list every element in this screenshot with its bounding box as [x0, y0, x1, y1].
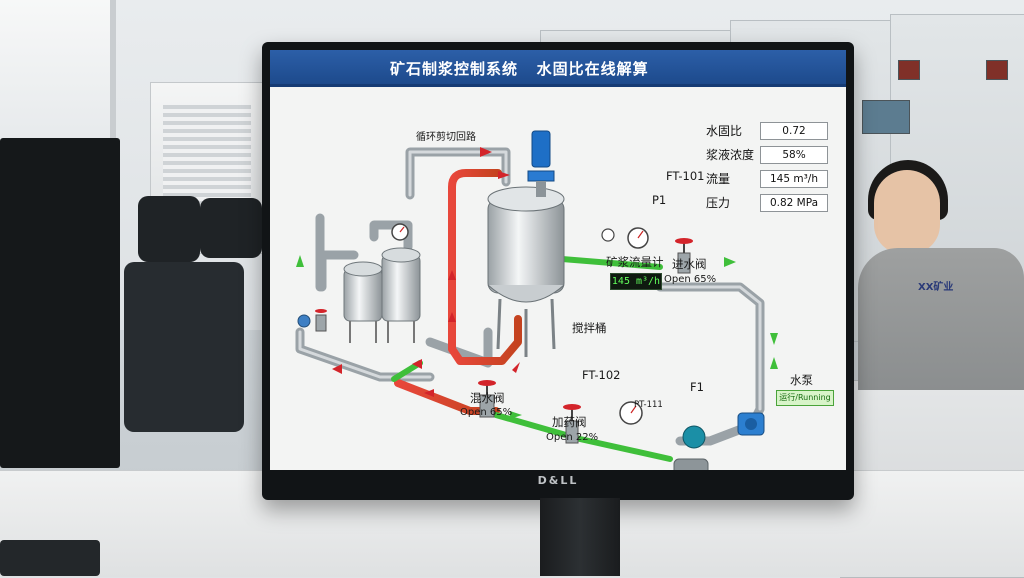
readout-value: 145 m³/h: [760, 170, 828, 188]
process-diagram: [295, 130, 778, 470]
operator-person: XX矿业: [858, 160, 1024, 390]
gauge-icon: [601, 228, 615, 242]
valve-icon: [315, 309, 327, 332]
readout-value: 0.72: [760, 122, 828, 140]
label-water-pump: 水泵: [790, 373, 813, 387]
gauge-icon: [627, 227, 649, 249]
stirring-tank: [487, 186, 565, 357]
label-dosing-valve: 加药阀: [552, 415, 587, 429]
monitor-brand-logo: D&LL: [537, 474, 579, 487]
readout-pressure: 压力 0.82 MPa: [706, 194, 842, 212]
tank-icon: [343, 261, 383, 343]
readout-label: 水固比: [706, 124, 743, 138]
flow-arrow-icon: [332, 147, 520, 397]
pump-icon: [737, 412, 765, 436]
hmi-screen[interactable]: 矿石制浆控制系统 水固比在线解算: [270, 50, 846, 470]
readout-water-solid-ratio: 水固比 0.72: [706, 122, 842, 140]
label-pt111: PT-111: [634, 400, 663, 410]
office-chair: [124, 262, 244, 432]
background-window: [0, 0, 116, 140]
side-monitor: [0, 138, 120, 468]
main-monitor: 矿石制浆控制系统 水固比在线解算: [262, 42, 854, 500]
cabinet-meter: [898, 60, 920, 80]
title-bar: 矿石制浆控制系统 水固比在线解算: [270, 50, 846, 87]
office-chair: [200, 198, 262, 258]
gauge-icon: [619, 401, 643, 425]
valve-icon: [675, 238, 693, 274]
operator-uniform: XX矿业: [858, 248, 1024, 390]
cabinet-meter: [986, 60, 1008, 80]
readout-value: 0.82 MPa: [760, 194, 828, 212]
readout-label: 浆液浓度: [706, 148, 755, 162]
label-ft102: FT-102: [582, 368, 621, 382]
readout-flow: 流量 145 m³/h: [706, 170, 842, 188]
valve-icon: [478, 380, 496, 418]
gauge-icon: [391, 223, 409, 241]
readout-label: 流量: [706, 172, 731, 186]
readout-label: 压力: [706, 196, 731, 210]
monitor-stand: [540, 498, 620, 576]
label-recirc-loop: 循环剪切回路: [416, 132, 476, 143]
cabinet-display: [862, 100, 910, 134]
office-chair: [138, 196, 200, 262]
uniform-logo: XX矿业: [918, 282, 954, 293]
motor-icon: [527, 130, 555, 197]
label-f1: F1: [690, 380, 704, 394]
readout-slurry-concentration: 浆液浓度 58%: [706, 146, 842, 164]
label-ore-flowmeter: 矿浆流量计: [606, 255, 664, 269]
label-dosing-valve-state: Open 22%: [546, 432, 599, 443]
label-mixing-valve: 混水阀: [470, 391, 505, 405]
label-stirring-tank: 搅拌桶: [572, 321, 607, 335]
ore-flow-display: 145 m³/h: [610, 273, 662, 290]
label-p1: P1: [652, 193, 667, 207]
label-mixing-valve-state: Open 65%: [460, 407, 513, 418]
label-inlet-valve: 进水阀: [672, 257, 707, 271]
app-title: 矿石制浆控制系统 水固比在线解算: [390, 60, 649, 78]
pump-status-badge: 运行/Running: [776, 390, 834, 406]
operator-head: [874, 170, 940, 254]
gauge-icon: [297, 314, 311, 328]
label-inlet-valve-state: Open 65%: [664, 274, 717, 285]
label-ft101: FT-101: [666, 169, 705, 183]
valve-icon: [563, 404, 581, 444]
readout-value: 58%: [760, 146, 828, 164]
pump-icon: [673, 425, 709, 470]
keyboard: [0, 540, 100, 576]
flow-arrow-icon: [296, 255, 778, 419]
tank-icon: [381, 247, 421, 343]
